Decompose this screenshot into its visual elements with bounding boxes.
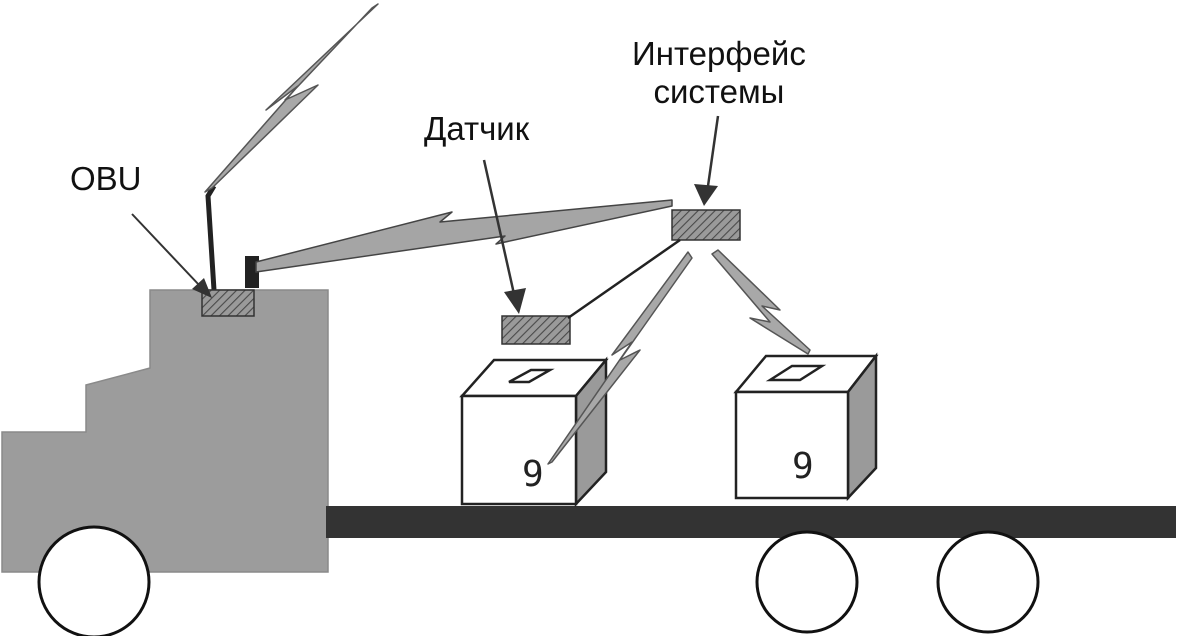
front-wheel (37, 525, 151, 636)
wire-interface-sensor (567, 238, 681, 320)
truck-cab (1, 289, 329, 573)
system-interface-module (671, 209, 741, 241)
wireless-link-obu-interface-icon (255, 199, 673, 273)
arrow-interface-icon (694, 115, 720, 206)
label-system-interface-line2: системы (653, 72, 785, 110)
container-2-digit: 9 (792, 446, 814, 487)
label-sensor: Датчик (424, 110, 530, 147)
container-2 (733, 352, 879, 502)
label-system-interface: Интерфейс системы (632, 35, 806, 111)
rear-wheel-2 (936, 530, 1040, 634)
antenna-mast (205, 184, 217, 291)
arrow-sensor-icon (482, 159, 526, 314)
container-2-lid-sensor (765, 364, 827, 382)
arrow-obu-icon (131, 213, 212, 298)
label-obu: OBU (70, 160, 142, 197)
sensor-module (501, 315, 571, 345)
trailer-platform (326, 506, 1176, 538)
rear-wheel-1 (755, 530, 859, 634)
label-system-interface-line1: Интерфейс (632, 35, 806, 72)
obu-module (201, 289, 255, 317)
lightning-interface-container2-icon (711, 249, 811, 355)
container-1-lid-sensor (508, 368, 555, 384)
container-1-digit: 9 (522, 454, 544, 495)
lightning-interface-container1-icon (547, 251, 693, 465)
lightning-uplink-icon (204, 3, 379, 193)
